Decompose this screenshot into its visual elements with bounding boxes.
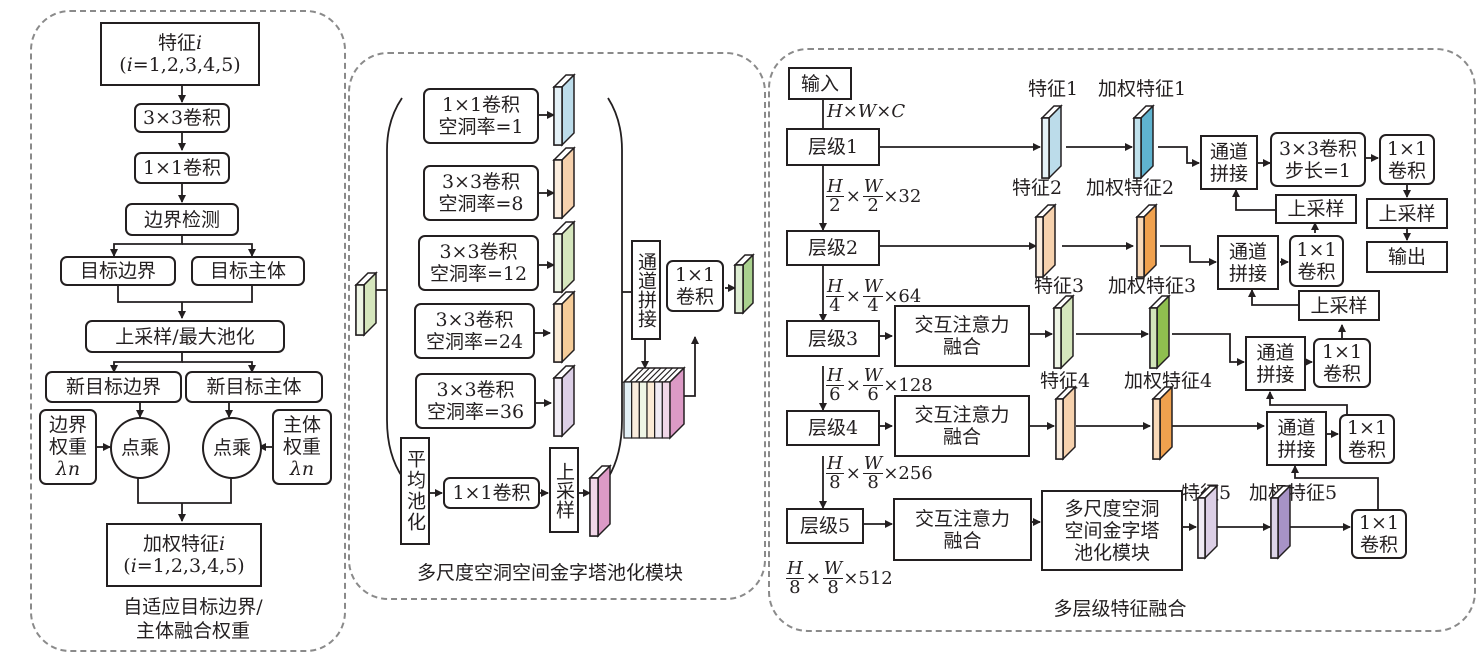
left-caption-2: 主体融合权重 — [135, 620, 250, 642]
avg-pool-label: 平均池化 — [404, 449, 426, 533]
conv1x1-box: 1×1卷积 — [134, 152, 230, 184]
branch-rate-label: 空洞率=24 — [425, 331, 524, 353]
feature-i-box: 特征i (i=1,2,3,4,5) — [100, 22, 260, 86]
level-1-box: 层级1 — [786, 128, 880, 166]
concat-2-box: 通道拼接 — [1217, 235, 1279, 290]
aspp-branch-1: 1×1卷积空洞率=1 — [423, 88, 539, 144]
branch-rate-label: 空洞率=36 — [426, 401, 525, 423]
feature-2-label: 特征2 — [1012, 177, 1063, 199]
weighted-feature-2-label: 加权特征2 — [1086, 177, 1175, 199]
concat-3-box: 通道拼接 — [1245, 336, 1306, 391]
attention-fusion-3: 交互注意力融合 — [894, 305, 1030, 367]
level-3-box: 层级3 — [786, 320, 880, 357]
body-weight-box: 主体 权重 λn — [272, 409, 332, 485]
aspp-branch-3: 3×3卷积空洞率=12 — [418, 235, 539, 291]
level-4-box: 层级4 — [786, 410, 880, 446]
upsample-1-box: 上采样 — [1275, 194, 1357, 224]
dot-multiply-right: 点乘 — [202, 417, 262, 479]
panel-adaptive-weight — [30, 10, 346, 652]
input-box: 输入 — [788, 67, 852, 100]
branch-conv-label: 3×3卷积 — [439, 241, 518, 263]
weighted-feature-4-label: 加权特征4 — [1124, 370, 1213, 392]
pool-upsample-box: 上采样 — [549, 447, 579, 533]
avg-pool-box: 平均池化 — [400, 437, 430, 545]
input-dim: H×W×C — [827, 101, 906, 122]
branch-rate-label: 空洞率=1 — [438, 116, 524, 138]
conv3x3-box: 3×3卷积 — [134, 103, 230, 133]
attention-fusion-4: 交互注意力融合 — [894, 395, 1030, 457]
edge-detection-box: 边界检测 — [125, 203, 239, 236]
aspp-branch-5: 3×3卷积空洞率=36 — [415, 373, 536, 429]
feature-4-label: 特征4 — [1040, 370, 1091, 392]
dot-multiply-left: 点乘 — [110, 417, 170, 479]
level-5-box: 层级5 — [786, 508, 864, 544]
pool-conv-box: 1×1卷积 — [443, 477, 540, 509]
new-boundary-box: 新目标边界 — [45, 371, 182, 403]
branch-rate-label: 空洞率=8 — [438, 193, 524, 215]
weighted-feature-3-label: 加权特征3 — [1108, 275, 1197, 297]
panel-aspp — [348, 52, 766, 600]
panel-multilevel-fusion — [768, 48, 1476, 632]
aspp-branch-4: 3×3卷积空洞率=24 — [414, 303, 535, 359]
branch-rate-label: 空洞率=12 — [429, 263, 528, 285]
level-2-box: 层级2 — [786, 230, 880, 266]
feature-3-label: 特征3 — [1034, 275, 1085, 297]
attention-fusion-5: 交互注意力融合 — [893, 498, 1032, 561]
middle-caption: 多尺度空洞空间金字塔池化模块 — [416, 562, 683, 584]
conv3x3-stride-box: 3×3卷积步长=1 — [1270, 132, 1366, 187]
left-caption-1: 自适应目标边界/ — [123, 596, 263, 618]
new-body-box: 新目标主体 — [185, 371, 323, 403]
concat-1-box: 通道拼接 — [1200, 135, 1258, 190]
upsample-2-box: 上采样 — [1298, 290, 1380, 321]
aspp-concat-box: 通道拼接 — [631, 240, 661, 340]
branch-conv-label: 3×3卷积 — [436, 379, 515, 401]
output-box: 输出 — [1366, 241, 1448, 273]
branch-conv-label: 3×3卷积 — [435, 309, 514, 331]
right-caption: 多层级特征融合 — [1053, 598, 1187, 620]
feature-1-label: 特征1 — [1028, 78, 1079, 100]
feature-5-label: 特征5 — [1181, 482, 1232, 504]
weighted-feature-5-label: 加权特征5 — [1249, 482, 1338, 504]
target-boundary-box: 目标边界 — [60, 256, 176, 286]
target-body-box: 目标主体 — [191, 256, 305, 286]
branch-conv-label: 1×1卷积 — [441, 94, 521, 116]
upsample-maxpool-box: 上采样/最大池化 — [85, 320, 285, 353]
branch-conv-label: 3×3卷积 — [441, 171, 521, 193]
upsample-out-box: 上采样 — [1366, 198, 1448, 229]
boundary-weight-box: 边界 权重 λn — [39, 409, 97, 485]
concat-4-box: 通道拼接 — [1266, 411, 1327, 466]
aspp-module-box: 多尺度空洞 空间金字塔 池化模块 — [1041, 490, 1183, 571]
aspp-branch-2: 3×3卷积空洞率=8 — [423, 165, 539, 221]
weighted-feature-i-box: 加权特征i (i=1,2,3,4,5) — [106, 523, 262, 587]
weighted-feature-1-label: 加权特征1 — [1098, 78, 1187, 100]
